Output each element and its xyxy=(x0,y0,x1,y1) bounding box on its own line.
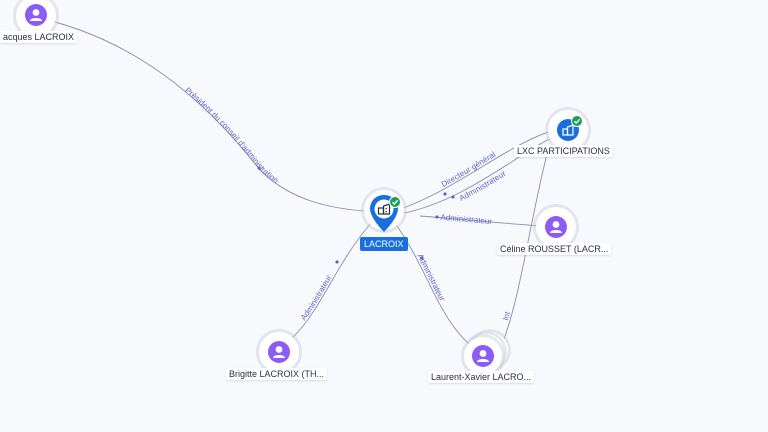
edge-label-administrateur-laurent: Administrateur xyxy=(415,252,447,303)
node-label-lacroix: LACROIX xyxy=(360,237,408,251)
verified-check-icon xyxy=(571,115,583,127)
node-label-jacques: acques LACROIX xyxy=(0,31,78,43)
node-brigitte-lacroix[interactable] xyxy=(257,330,301,374)
edge-arrow xyxy=(257,166,261,170)
node-label-celine: Céline ROUSSET (LACR... xyxy=(497,243,612,255)
node-celine-rousset[interactable] xyxy=(534,205,578,249)
edge-arrow xyxy=(335,260,339,264)
edge-president[interactable] xyxy=(29,15,381,213)
edge-label-administrateur-brigitte: Administrateur xyxy=(299,273,334,322)
node-jacques-lacroix[interactable] xyxy=(14,0,58,38)
edge-label-president: Président du conseil d'administration xyxy=(183,86,280,185)
person-icon xyxy=(545,216,567,238)
node-lxc-participations[interactable] xyxy=(546,108,590,152)
edge-label-int: Int xyxy=(501,310,512,322)
node-laurent-xavier-lacroix[interactable] xyxy=(462,332,514,376)
edge-label-administrateur-celine: Administrateur xyxy=(440,213,492,226)
node-lacroix[interactable] xyxy=(362,190,406,240)
node-label-laurent: Laurent-Xavier LACRO... xyxy=(428,371,535,383)
node-label-brigitte: Brigitte LACROIX (TH... xyxy=(226,368,328,380)
node-label-lxc: LXC PARTICIPATIONS xyxy=(514,145,613,157)
edge-arrow xyxy=(451,195,455,199)
edge-arrow xyxy=(435,215,439,219)
edge-arrow xyxy=(420,256,424,260)
edge-arrow xyxy=(443,192,447,196)
person-icon xyxy=(25,4,47,26)
verified-check-icon xyxy=(389,196,401,208)
person-icon xyxy=(268,341,290,363)
person-icon xyxy=(472,345,494,367)
